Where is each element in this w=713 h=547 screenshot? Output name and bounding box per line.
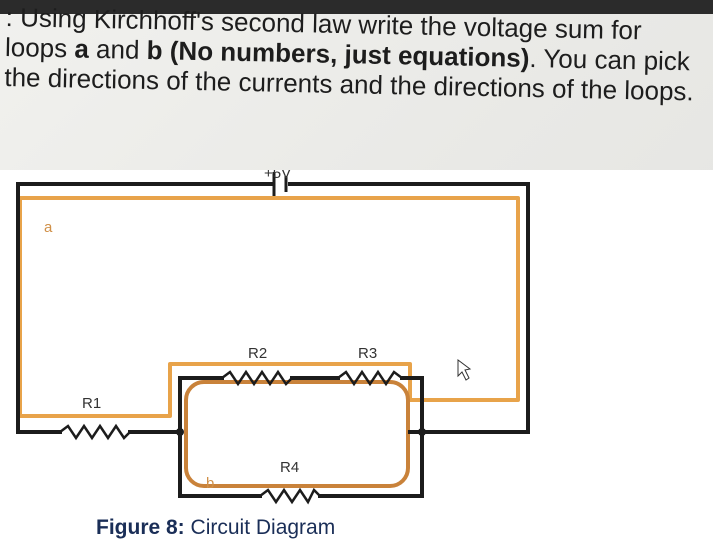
r1-label: R1: [82, 395, 101, 412]
resistor-r4: [259, 487, 321, 505]
question-and: and: [88, 33, 148, 65]
r4-label: R4: [280, 459, 299, 476]
circuit-diagram: +5V a b R1 R2 R3 R4: [16, 170, 530, 505]
loop-b-label: b: [206, 475, 214, 492]
junction-left: [176, 428, 184, 436]
battery-symbol: [272, 172, 288, 196]
question-loop-a: a: [74, 33, 90, 64]
loop-a-path: [18, 196, 520, 418]
question-text: : Using Kirchhoff's second law write the…: [4, 2, 706, 107]
top-dark-band: [0, 0, 713, 14]
figure-caption: Figure 8: Circuit Diagram: [96, 516, 335, 540]
caption-prefix: Figure 8:: [96, 516, 185, 539]
circuit-wires: [16, 182, 530, 498]
loop-a-label: a: [44, 219, 53, 236]
cursor-icon: [457, 359, 472, 381]
resistor-r2: [221, 369, 293, 387]
resistor-r1: [59, 423, 131, 441]
junction-right: [418, 428, 426, 436]
caption-text: Circuit Diagram: [184, 516, 336, 539]
r2-label: R2: [248, 345, 267, 362]
r3-label: R3: [358, 345, 377, 362]
battery-label: +5V: [264, 170, 291, 182]
question-loop-b: b: [146, 34, 163, 66]
resistor-r3: [337, 369, 403, 387]
